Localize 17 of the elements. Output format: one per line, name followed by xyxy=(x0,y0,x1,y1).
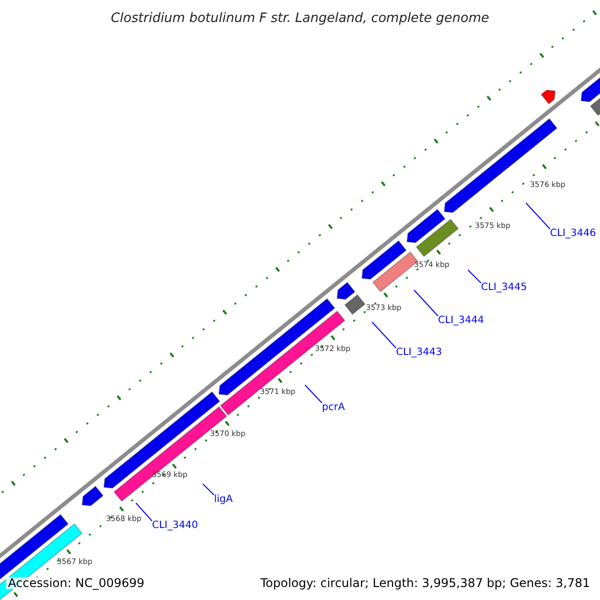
gene-label: ligA xyxy=(214,495,233,505)
leader-line xyxy=(414,290,438,316)
gene-label: CLI_3444 xyxy=(438,316,484,326)
leader-line xyxy=(202,484,214,496)
leader-line xyxy=(372,322,396,348)
gene-label: CLI_3440 xyxy=(152,521,198,531)
diagram-title: Clostridium botulinum F str. Langeland, complete genome xyxy=(110,10,490,28)
footer-text: Topology: circular; Length: 3,995,387 bp; Genes: 3,781 xyxy=(258,577,592,589)
gene-label: CLI_3443 xyxy=(396,348,442,358)
footer-text: Accession: NC_009699 xyxy=(6,577,146,589)
leader-line xyxy=(526,202,550,230)
leader-line xyxy=(468,270,482,284)
leader-line xyxy=(136,502,152,522)
gene-label: CLI_3446 xyxy=(550,229,596,239)
leader-line xyxy=(304,384,322,404)
gene-label: CLI_3445 xyxy=(481,283,527,293)
gene-label: pcrA xyxy=(322,403,345,413)
